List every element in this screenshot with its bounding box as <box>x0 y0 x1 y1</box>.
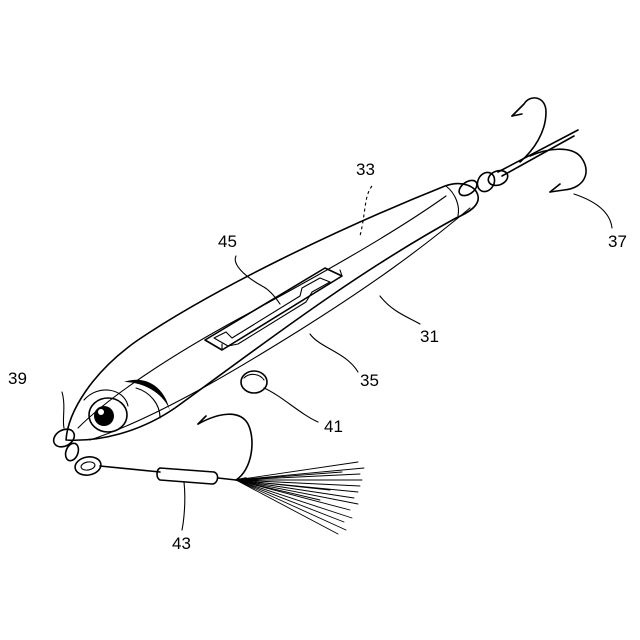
assist-line <box>100 466 236 484</box>
lure-body <box>66 184 478 441</box>
rear-split-ring <box>456 168 509 199</box>
treble-hook <box>498 98 586 192</box>
eye <box>84 390 128 432</box>
leader-lines <box>62 186 612 530</box>
belly-eyelet <box>241 371 267 393</box>
feather-tail <box>236 462 364 534</box>
ref-label-31: 31 <box>420 328 439 345</box>
front-split-ring <box>50 426 102 478</box>
ref-label-37: 37 <box>608 233 627 250</box>
ref-label-35: 35 <box>360 372 379 389</box>
ref-label-43: 43 <box>172 535 191 552</box>
ref-label-41: 41 <box>324 418 343 435</box>
ref-label-45: 45 <box>218 233 237 250</box>
assist-hook <box>198 414 252 480</box>
ref-label-33: 33 <box>356 161 375 178</box>
ref-label-39: 39 <box>8 370 27 387</box>
weight-slot <box>205 268 342 350</box>
